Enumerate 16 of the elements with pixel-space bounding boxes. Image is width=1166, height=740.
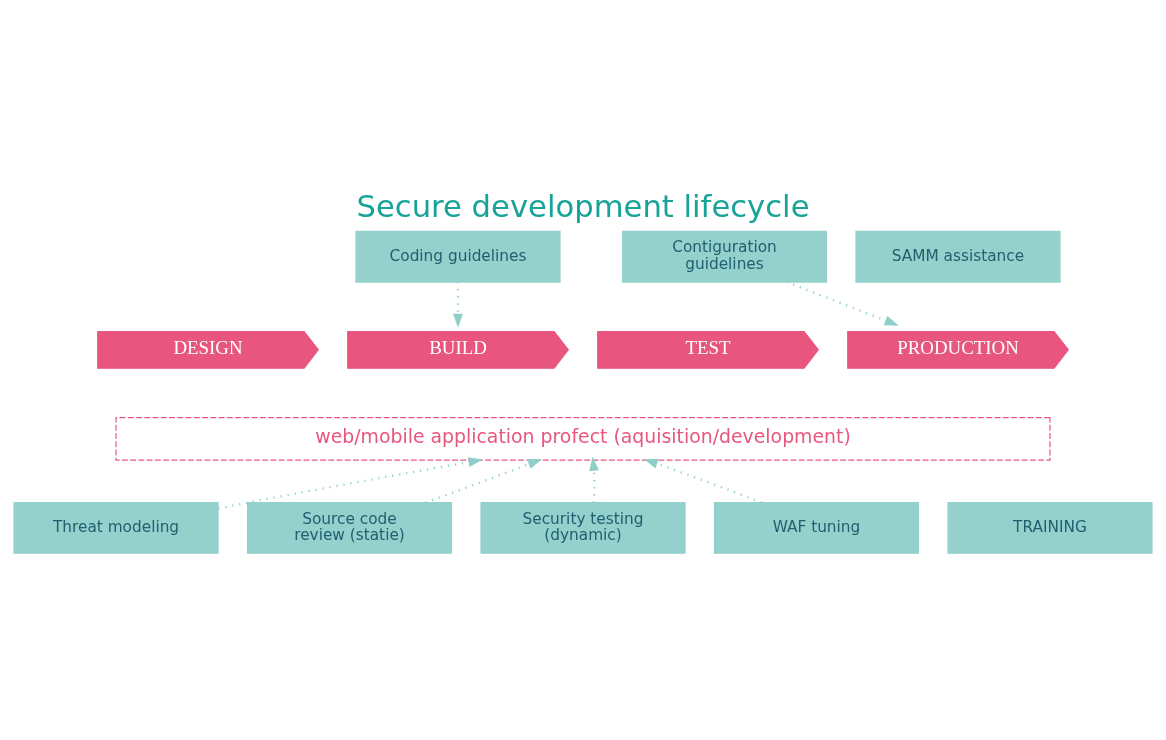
- node-box: Security testing (dynamic): [480, 501, 686, 554]
- node-box: Threat modeling: [13, 501, 219, 554]
- arrow: [425, 458, 543, 504]
- arrow: [643, 458, 762, 504]
- node-box: Contiguration guidelines: [621, 230, 828, 283]
- diagram-title: Secure development lifecycle: [356, 188, 810, 224]
- node-box: Coding guidelines: [355, 230, 561, 283]
- node-box: TRAINING: [947, 501, 1153, 554]
- node-box: WAF tuning: [713, 501, 920, 554]
- arrow: [453, 281, 463, 328]
- node-box: Source code review (statie): [246, 501, 453, 554]
- arrow: [589, 456, 599, 503]
- node-box: web/mobile application profect (aquisition/development): [115, 416, 1051, 461]
- arrow: [218, 456, 483, 510]
- node-box: SAMM assistance: [855, 230, 1061, 283]
- arrow: [786, 280, 899, 326]
